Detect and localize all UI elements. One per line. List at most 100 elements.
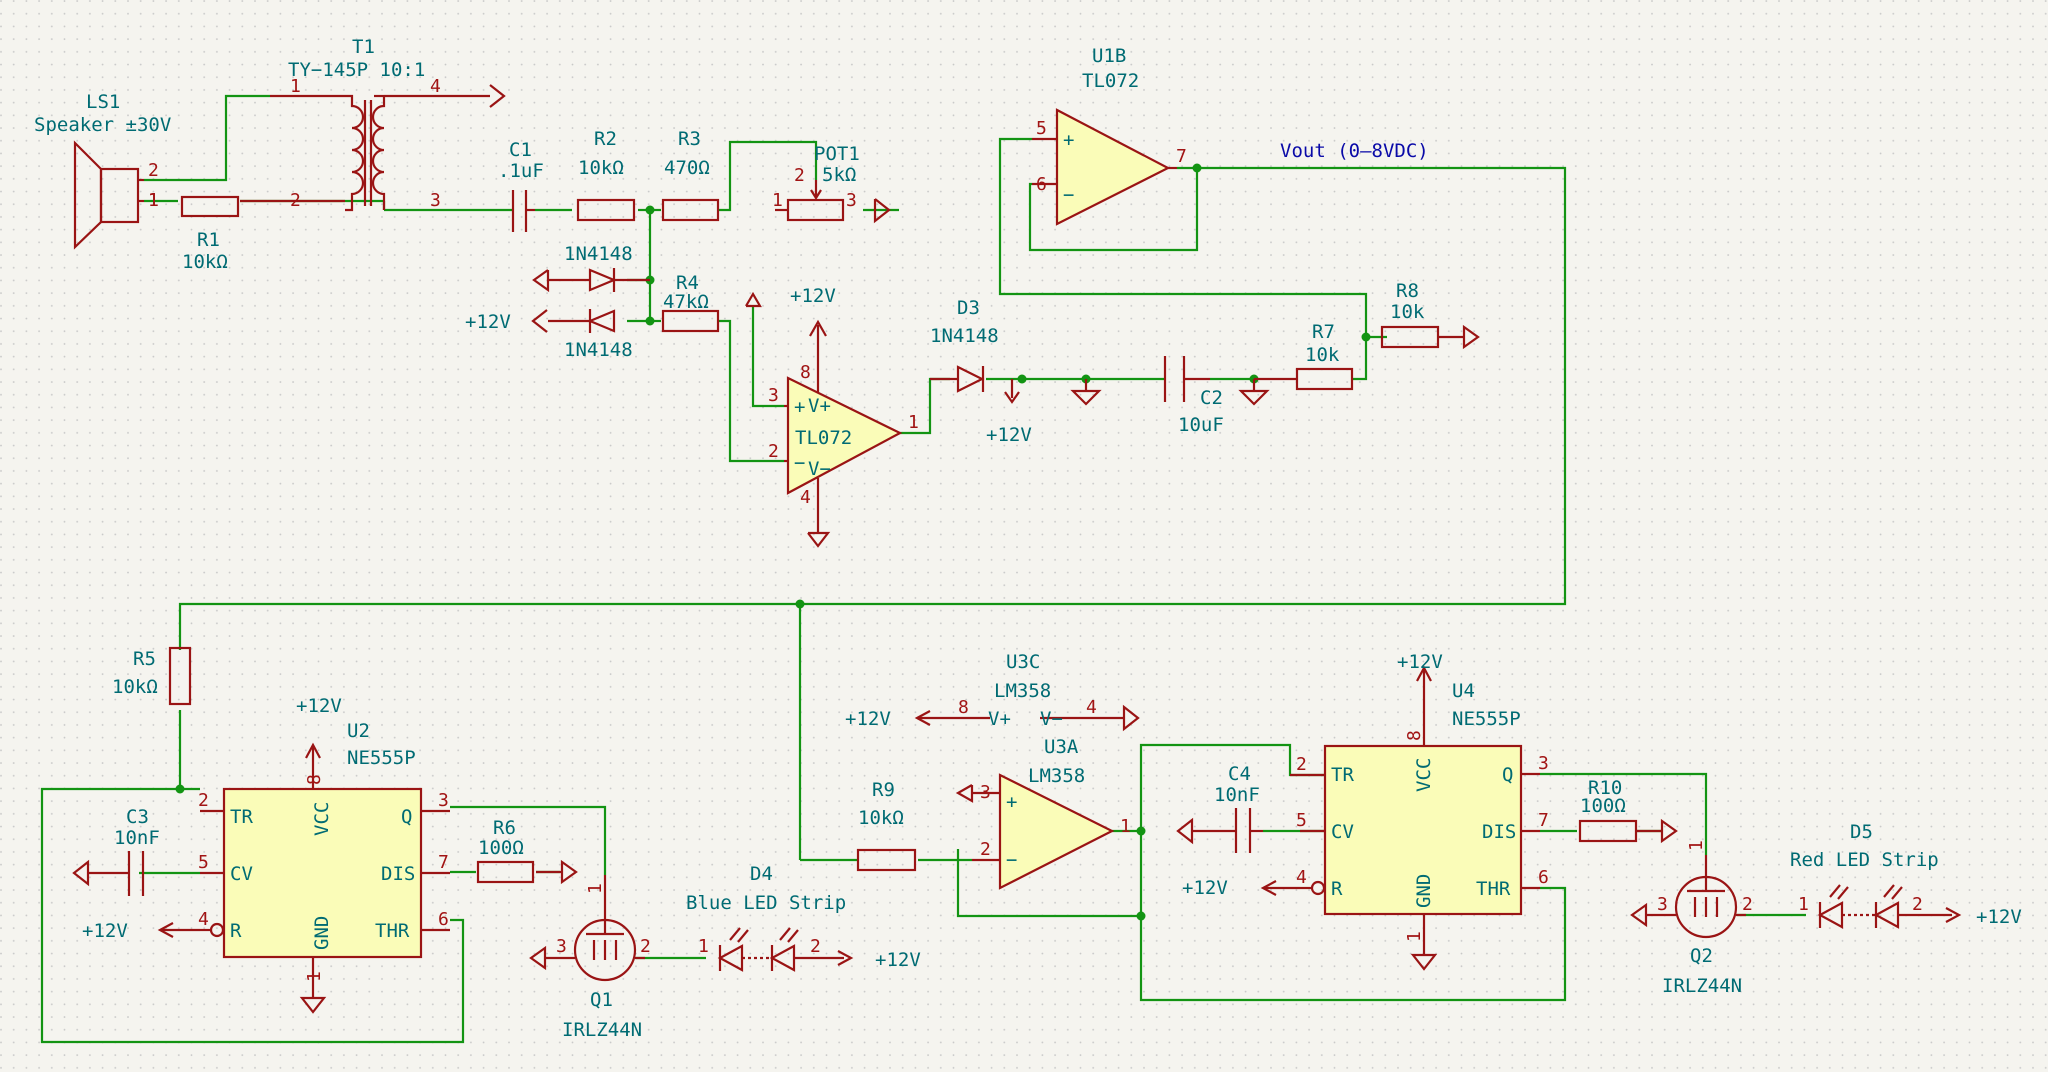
diode-1n4148-bottom[interactable]: +12V 1N4148 (465, 309, 633, 361)
u1a-pin4: 4 (800, 487, 811, 508)
u4-reset-power: +12V (1182, 877, 1300, 899)
u4-reset-vplus-label: +12V (1182, 877, 1228, 899)
u4-dis: DIS (1482, 821, 1516, 843)
c4-ref: C4 (1228, 763, 1251, 785)
u1b-ref: U1B (1092, 45, 1126, 67)
u4-pin2: 2 (1296, 754, 1307, 775)
opamp-u1a[interactable]: TL072 + − V+ V− 3 2 8 4 1 +12V (745, 285, 919, 548)
capacitor-c4[interactable]: C4 10nF (1176, 763, 1263, 853)
u2-pin8: 8 (304, 774, 325, 785)
resistor-r9[interactable]: R9 10kΩ (856, 779, 917, 872)
u4-q: Q (1502, 764, 1513, 786)
r2-value: 10kΩ (578, 157, 624, 179)
r1-value: 10kΩ (182, 251, 228, 273)
u2-pin6: 6 (438, 909, 449, 930)
led-strip-d4[interactable]: D4 Blue LED Strip 1 2 +12V (686, 863, 921, 972)
u4-thr: THR (1476, 878, 1511, 900)
q2-ref: Q2 (1690, 945, 1713, 967)
q2-pin3: 3 (1657, 894, 1668, 915)
resistor-r6[interactable]: R6 100Ω (476, 817, 578, 885)
u4-pin3: 3 (1538, 753, 1549, 774)
u3c-vplus-label: +12V (845, 708, 891, 730)
mosfet-q1[interactable]: Q1 IRLZ44N 1 3 2 (529, 875, 651, 1041)
resistor-r4[interactable]: R4 47kΩ (661, 272, 720, 333)
u2-pin4: 4 (198, 909, 209, 930)
d3-ref: D3 (957, 297, 980, 319)
u1b-pin6: 6 (1036, 174, 1047, 195)
u1a-pin8: 8 (800, 362, 811, 383)
timer-u2[interactable]: U2 NE555P TR CV R Q DIS THR VCC GND 2 5 … (198, 720, 450, 998)
u2-pin5: 5 (198, 852, 209, 873)
u3a-ref: U3A (1044, 736, 1079, 758)
resistor-r8[interactable]: R8 10k (1380, 280, 1480, 350)
db-vplus-label: +12V (465, 311, 511, 333)
u3c-ref: U3C (1006, 651, 1040, 673)
d5-ref: D5 (1850, 821, 1873, 843)
u3c-vp: V+ (988, 708, 1011, 730)
transformer-t1[interactable]: T1 TY−145P 10:1 1 2 4 3 (232, 36, 506, 212)
diode-d3[interactable]: D3 1N4148 +12V (930, 297, 1032, 446)
u4-pin8: 8 (1404, 730, 1425, 741)
u2-pin3: 3 (438, 790, 449, 811)
timer-u4[interactable]: U4 NE555P TR CV R Q DIS THR VCC GND 2 5 … (1290, 680, 1549, 955)
u2-cv: CV (230, 863, 253, 885)
led-strip-d5[interactable]: D5 Red LED Strip 1 2 +12V (1790, 821, 2022, 929)
u3a-plus: + (1006, 791, 1017, 813)
u2-value: NE555P (347, 747, 416, 769)
resistor-r1[interactable]: R1 10kΩ 1 (148, 190, 240, 273)
u4-vcc-power: +12V (1397, 651, 1443, 705)
pot1-pin1: 1 (772, 190, 783, 211)
u4-pin1: 1 (1404, 931, 1425, 942)
r6-ref: R6 (493, 817, 516, 839)
da-value: 1N4148 (564, 243, 633, 265)
mosfet-q2[interactable]: Q2 IRLZ44N 1 3 2 (1630, 840, 1753, 997)
u2-pin7: 7 (438, 852, 449, 873)
u4-tr: TR (1331, 764, 1354, 786)
u2-ground (299, 996, 327, 1014)
speaker-ls1[interactable]: LS1 Speaker ±30V 2 1 (34, 91, 171, 250)
t1-pin3: 3 (430, 190, 441, 211)
d4-vplus-label: +12V (875, 949, 921, 971)
u3a-value: LM358 (1028, 765, 1085, 787)
c1-ref: C1 (509, 139, 532, 161)
t1-pin1: 1 (290, 76, 301, 97)
r5-ref: R5 (133, 648, 156, 670)
opamp-power-u3c[interactable]: U3C LM358 V+ V− 8 4 +12V (845, 651, 1140, 732)
u3c-vm: V− (1040, 708, 1063, 730)
u4-vcc: VCC (1413, 758, 1435, 792)
q1-pin3: 3 (556, 936, 567, 957)
u1a-value: TL072 (795, 427, 852, 449)
d4-value: Blue LED Strip (686, 892, 846, 914)
r8-value: 10k (1390, 301, 1425, 323)
u4-ground (1410, 953, 1438, 971)
d4-pin1: 1 (698, 936, 709, 957)
u2-tr: TR (230, 806, 253, 828)
opamp-u1b[interactable]: U1B TL072 + − 5 6 7 (1032, 45, 1187, 226)
resistor-r5[interactable]: R5 10kΩ (112, 646, 192, 706)
q2-pin1: 1 (1686, 840, 1707, 851)
resistor-r3[interactable]: R3 470Ω (661, 128, 720, 222)
ls1-ref: LS1 (86, 91, 120, 113)
capacitor-c1[interactable]: C1 .1uF (498, 139, 544, 232)
potentiometer-pot1[interactable]: POT1 5kΩ 2 1 3 (772, 143, 891, 224)
u4-pin4: 4 (1296, 867, 1307, 888)
capacitor-c2[interactable]: C2 10uF (1163, 356, 1270, 436)
ls1-pin2: 2 (148, 160, 159, 181)
r10-value: 100Ω (1580, 795, 1626, 817)
opamp-u3a[interactable]: U3A LM358 + − 3 2 1 (955, 736, 1131, 890)
u1a-pin1: 1 (908, 412, 919, 433)
resistor-r10[interactable]: R10 100Ω (1578, 777, 1678, 844)
capacitor-c3[interactable]: C3 10nF (72, 806, 160, 896)
vout-net-label[interactable]: Vout (0–8VDC) (1280, 140, 1429, 162)
diode-1n4148-top[interactable]: 1N4148 (532, 243, 650, 293)
c4-value: 10nF (1214, 784, 1260, 806)
u4-vplus-label: +12V (1397, 651, 1443, 673)
u1a-pin2: 2 (768, 441, 779, 462)
resistor-r2[interactable]: R2 10kΩ (576, 128, 636, 222)
r3-ref: R3 (678, 128, 701, 150)
ls1-value: Speaker ±30V (34, 114, 171, 136)
resistor-r7[interactable]: R7 10k (1254, 321, 1354, 391)
r3-value: 470Ω (664, 157, 710, 179)
u2-thr: THR (375, 920, 410, 942)
